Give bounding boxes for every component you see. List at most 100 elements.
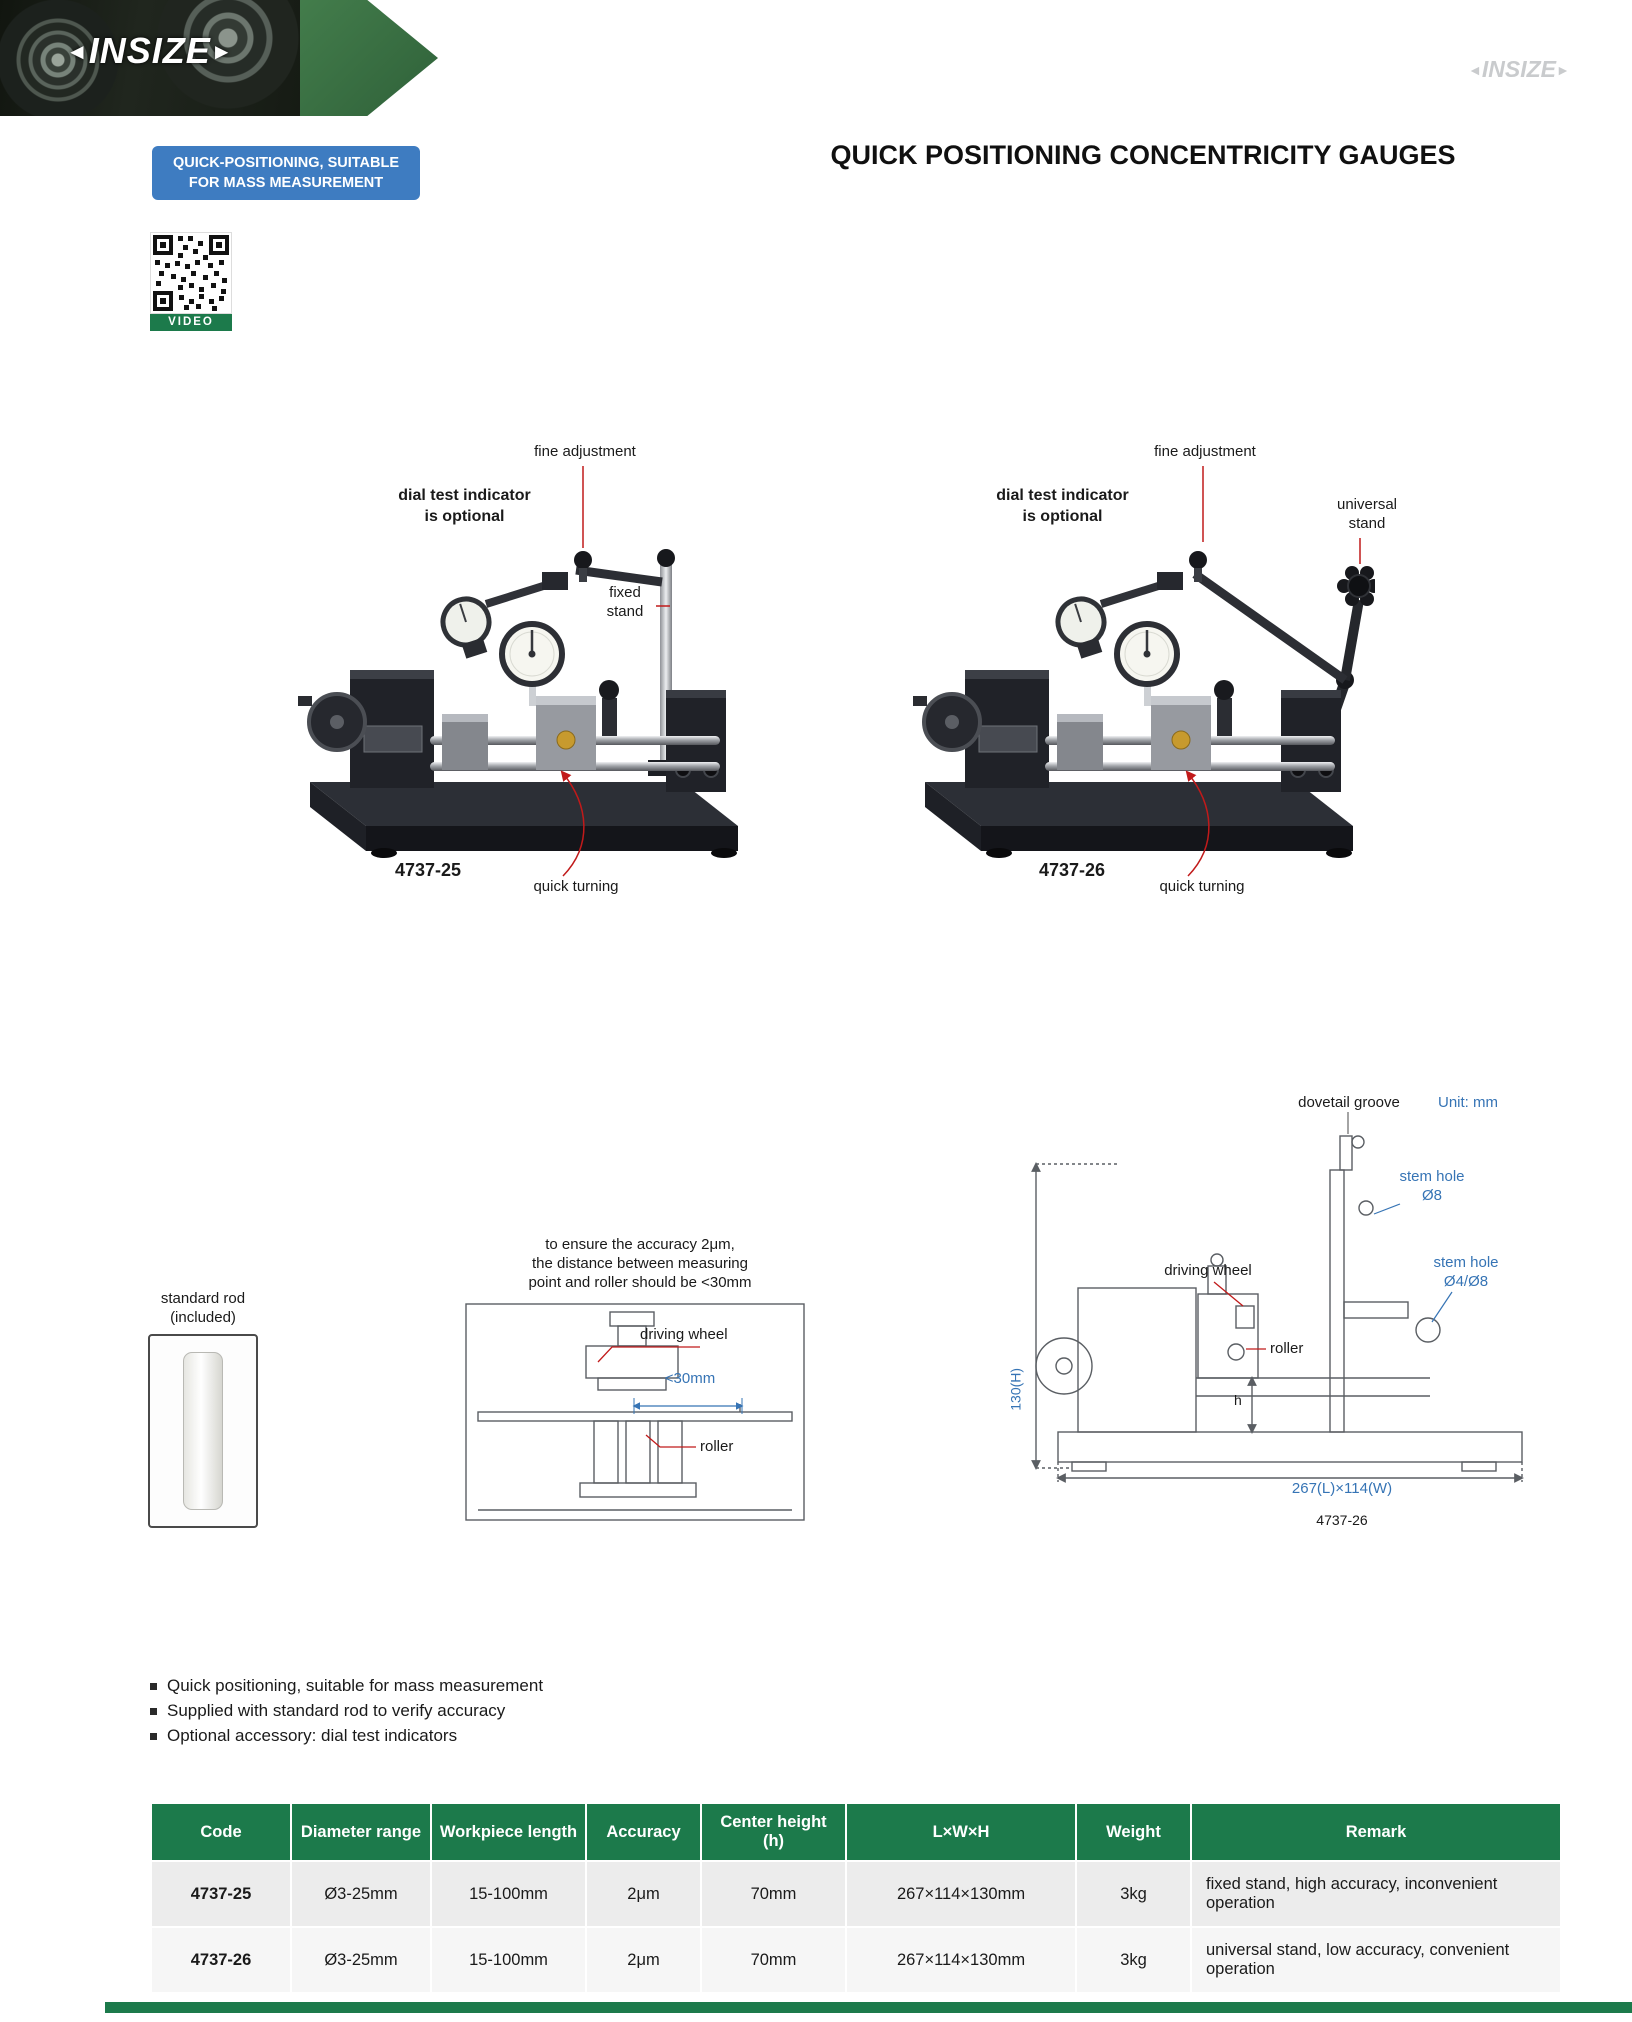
dim-130h: 130(H) <box>1007 1367 1024 1411</box>
universal-stand-line2: stand <box>1348 514 1386 532</box>
side-diagram-model: 4737-26 <box>1316 1512 1368 1528</box>
cell-weight: 3kg <box>1075 1926 1192 1994</box>
headstock <box>298 670 434 788</box>
stem-hole-top-line2: Ø8 <box>1421 1186 1442 1204</box>
logo-left-arrow-icon: ◄ <box>66 39 89 64</box>
label-driving-wheel-front: driving wheel <box>640 1326 728 1343</box>
gauge-photo-4737-25 <box>280 530 760 870</box>
side-diagram <box>1000 1080 1570 1555</box>
feature-item: Optional accessory: dial test indicators <box>150 1726 543 1746</box>
qr-code-graphic <box>151 233 231 313</box>
insize-watermark: ◄INSIZE► <box>1468 56 1570 83</box>
table-header-row: Code Diameter range Workpiece length Acc… <box>150 1802 1562 1862</box>
logo-text: INSIZE <box>88 30 211 71</box>
standard-rod-photo <box>148 1334 258 1528</box>
col-header-diameter-range: Diameter range <box>290 1802 432 1862</box>
label-stem-hole-right: stem hole Ø4/Ø8 <box>1418 1254 1514 1292</box>
cell-lwh: 267×114×130mm <box>845 1926 1077 1994</box>
feature-badge: QUICK-POSITIONING, SUITABLE FOR MASS MEA… <box>152 146 420 200</box>
dial-test-indicator <box>440 596 492 659</box>
gauge-base <box>310 782 738 858</box>
gauge-base <box>925 782 1353 858</box>
cell-diameter: Ø3-25mm <box>290 1860 432 1928</box>
label-roller-front: roller <box>700 1438 734 1455</box>
carriage <box>1151 680 1234 770</box>
label-stem-hole-top: stem hole Ø8 <box>1388 1168 1476 1206</box>
accuracy-note-line3: point and roller should be <30mm <box>528 1273 752 1291</box>
label-fixed-stand: fixed stand <box>596 584 654 622</box>
dial-note-line2: is optional <box>424 507 505 525</box>
label-dovetail-groove: dovetail groove <box>1298 1094 1400 1111</box>
dial-indicator <box>1114 621 1180 706</box>
page-title: QUICK POSITIONING CONCENTRICITY GAUGES <box>830 140 1456 170</box>
cell-remark: universal stand, low accuracy, convenien… <box>1190 1926 1562 1994</box>
accuracy-note-line1: to ensure the accuracy 2μm, <box>545 1236 735 1253</box>
dial-note-line2: is optional <box>1022 507 1103 525</box>
logo-right-arrow-icon: ► <box>210 39 234 64</box>
feature-item: Supplied with standard rod to verify acc… <box>150 1701 543 1721</box>
cell-accuracy: 2μm <box>585 1926 702 1994</box>
cell-lwh: 267×114×130mm <box>845 1860 1077 1928</box>
watermark-right-arrow-icon: ► <box>1555 62 1570 78</box>
spec-table: Code Diameter range Workpiece length Acc… <box>150 1802 1562 1994</box>
cell-weight: 3kg <box>1075 1860 1192 1928</box>
label-dial-optional-left: dial test indicator is optional <box>357 486 572 528</box>
cell-diameter: Ø3-25mm <box>290 1926 432 1994</box>
accuracy-note-line2: the distance between measuring <box>532 1254 748 1272</box>
standard-rod <box>183 1352 223 1510</box>
bullet-square-icon <box>150 1683 157 1690</box>
feature-text: Supplied with standard rod to verify acc… <box>167 1701 506 1720</box>
cell-code: 4737-26 <box>150 1926 292 1994</box>
footer-green-bar <box>105 2002 1632 2013</box>
label-fine-adjustment-right: fine adjustment <box>1154 443 1256 460</box>
label-driving-wheel-side: driving wheel <box>1164 1262 1252 1279</box>
cell-remark: fixed stand, high accuracy, inconvenient… <box>1190 1860 1562 1928</box>
front-diagram <box>460 1300 810 1530</box>
label-quick-turning-right: quick turning <box>1159 878 1245 895</box>
gauge-photo-4737-26 <box>895 530 1381 870</box>
dial-test-indicator <box>1055 596 1107 659</box>
col-header-remark: Remark <box>1190 1802 1562 1862</box>
stem-hole-top-line1: stem hole <box>1399 1168 1465 1185</box>
badge-line1: QUICK-POSITIONING, SUITABLE <box>172 154 400 171</box>
stem-hole-right-line2: Ø4/Ø8 <box>1443 1272 1489 1290</box>
cell-accuracy: 2μm <box>585 1860 702 1928</box>
slider <box>442 714 488 770</box>
label-quick-turning-left: quick turning <box>533 878 619 895</box>
dial-note-line1: dial test indicator <box>398 487 531 504</box>
video-label: VIDEO <box>150 314 232 331</box>
fixed-stand-line2: stand <box>606 602 644 620</box>
dim-base: 267(L)×114(W) <box>1291 1480 1393 1497</box>
table-row-4737-25: 4737-25 Ø3-25mm 15-100mm 2μm 70mm 267×11… <box>150 1860 1562 1928</box>
bullet-square-icon <box>150 1733 157 1740</box>
model-code-4737-25: 4737-25 <box>394 860 462 880</box>
col-header-workpiece-length: Workpiece length <box>430 1802 587 1862</box>
feature-text: Optional accessory: dial test indicators <box>167 1726 458 1745</box>
col-header-lwh: L×W×H <box>845 1802 1077 1862</box>
cell-length: 15-100mm <box>430 1926 587 1994</box>
accuracy-note: to ensure the accuracy 2μm, the distance… <box>470 1236 810 1292</box>
watermark-left-arrow-icon: ◄ <box>1468 62 1482 78</box>
bullet-square-icon <box>150 1708 157 1715</box>
cell-center-height: 70mm <box>700 1860 847 1928</box>
label-dial-optional-right: dial test indicator is optional <box>955 486 1170 528</box>
feature-text: Quick positioning, suitable for mass mea… <box>167 1676 544 1695</box>
label-universal-stand: universal stand <box>1312 496 1422 534</box>
dim-h: h <box>1234 1392 1242 1408</box>
cell-code: 4737-25 <box>150 1860 292 1928</box>
col-header-accuracy: Accuracy <box>585 1802 702 1862</box>
col-header-code: Code <box>150 1802 292 1862</box>
standard-rod-line2: (included) <box>170 1308 236 1326</box>
universal-stand-line1: universal <box>1336 496 1398 513</box>
headstock <box>913 670 1049 788</box>
dial-note-line1: dial test indicator <box>996 487 1129 504</box>
unit-note: Unit: mm <box>1438 1094 1498 1111</box>
carriage <box>536 680 619 770</box>
table-row-4737-26: 4737-26 Ø3-25mm 15-100mm 2μm 70mm 267×11… <box>150 1926 1562 1994</box>
machinery-photo <box>0 0 300 116</box>
label-distance-30mm: <30mm <box>664 1370 716 1387</box>
col-header-weight: Weight <box>1075 1802 1192 1862</box>
standard-rod-caption: standard rod (included) <box>138 1290 268 1328</box>
col-header-center-height: Center height (h) <box>700 1802 847 1862</box>
